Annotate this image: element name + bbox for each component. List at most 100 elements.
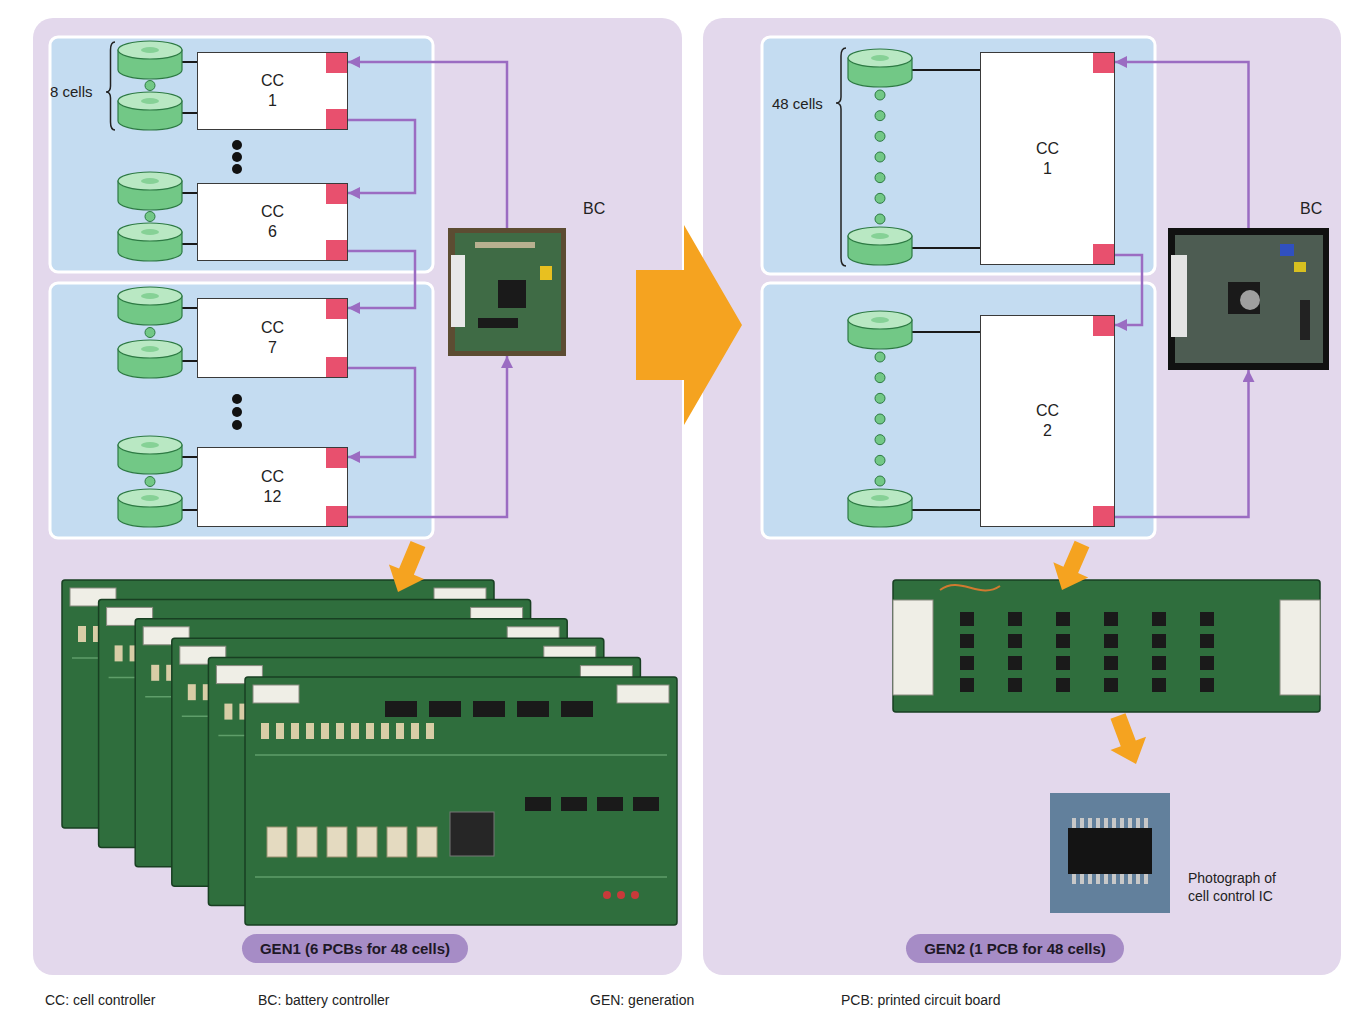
port-square [1093,506,1114,526]
cell-terminal [141,98,159,104]
lead-wire [940,585,1000,590]
controller-board-photo: BC [1168,228,1329,370]
resistor [115,645,123,661]
cell-controller-box: CC 2 [980,315,1115,527]
controller-name: BC [1300,200,1322,218]
cell-terminal [141,47,159,53]
port-square [326,184,347,204]
cell-link [145,212,155,222]
controller-label: CC 6 [258,202,288,242]
port-square [1093,53,1114,73]
brace [836,48,846,266]
cell-link [145,477,155,487]
ic-body [1068,828,1152,874]
component [297,827,317,857]
cell-top [118,92,182,110]
panel-ground [703,18,1341,975]
cell-dot [875,476,885,486]
board-connector [253,685,299,703]
ellipsis-dot [232,140,242,150]
component [1280,244,1294,256]
trace [255,876,667,878]
chip [960,678,974,692]
photo-frame [1168,228,1329,370]
chip [478,318,518,328]
note-label: 48 cells [772,95,823,114]
cell-top [118,287,182,305]
chip [1056,612,1070,626]
circuit-board [245,677,677,925]
cell-top [118,41,182,59]
chip [385,701,417,717]
resistor [351,723,359,739]
label-holder: PCB: printed circuit board [841,992,1001,1010]
signal-connector [348,356,507,517]
chip [1056,678,1070,692]
chip [525,797,551,811]
cell-wire [912,331,980,333]
pointer-arrow [1110,713,1146,764]
component [327,827,347,857]
cell-terminal [141,293,159,299]
component [417,827,437,857]
ic-pin [1128,874,1132,884]
chip [1056,656,1070,670]
board-connector [617,685,669,703]
ic-pin [1104,818,1108,828]
component [1300,300,1310,340]
chip [429,701,461,717]
board-connector [1171,255,1187,337]
controller-name: BC [583,200,605,218]
resistor [151,665,159,681]
component [540,266,552,280]
cell-dot [875,152,885,162]
cell-terminal [871,233,889,239]
chip [960,634,974,648]
generation-pill: GEN2 (1 PCB for 48 cells) [906,934,1124,963]
board-connector [893,600,933,695]
port-square [326,240,347,260]
ic-pin [1096,874,1100,884]
cell-dot [875,90,885,100]
resistor [381,723,389,739]
chip [1152,634,1166,648]
resistor [396,723,404,739]
ic-pin [1136,874,1140,884]
chip [1104,634,1118,648]
ellipsis-dot [232,420,242,430]
cell-top [848,489,912,507]
module-group [50,37,433,272]
cell-wire [182,456,197,458]
led [603,891,611,899]
chip [1200,612,1214,626]
component [475,242,535,248]
chip [960,656,974,670]
module-group [50,283,433,538]
chip [473,701,505,717]
led [617,891,625,899]
cell-top [118,436,182,454]
brace [106,42,115,130]
cell-terminal [141,346,159,352]
ic-pin [1072,818,1076,828]
resistor [276,723,284,739]
chip [1104,656,1118,670]
chip [1008,634,1022,648]
generation-panel: GEN1 (6 PCBs for 48 cells)CC 1CC 6CC 7CC… [33,18,682,975]
cell-dot [875,414,885,424]
signal-connector [348,368,415,457]
ic-pin [1144,818,1148,828]
signal-connector [348,62,507,228]
chip [1152,678,1166,692]
label-holder: CC: cell controller [45,992,155,1010]
resistor [224,704,232,720]
cell-terminal [141,229,159,235]
ic-pin [1104,874,1108,884]
resistor [291,723,299,739]
cell-terminal [141,178,159,184]
cell-controller-box: CC 6 [197,183,348,261]
cell-dot [875,214,885,224]
cell-top [118,340,182,358]
port-square [1093,244,1114,264]
